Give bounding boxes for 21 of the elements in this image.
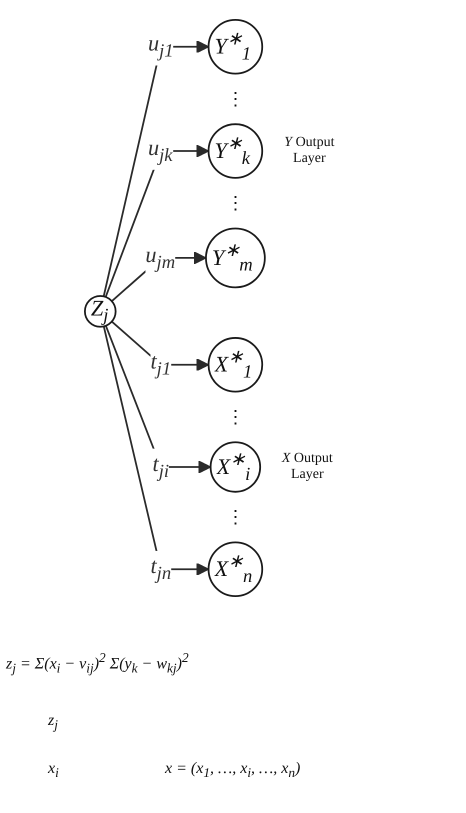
edge-label: u$_{jm}$ [146,244,176,272]
node-circle: Z$_{j}$ [84,295,117,328]
math-expression: x = (x$_{1}$, …, x$_{i}$, …, x$_{n}$) [165,760,300,780]
edge-label: t$_{j1}$ [150,350,172,380]
arrow [102,40,210,297]
arrow [104,144,210,298]
math-expression: z$_{j}$ = Σ(x$_{i}$ − v$_{ij}$)$^{2}$ Σ(y$_{k}$ − w$_{kj}$)$^{2}$ [6,650,189,676]
math-expression: z$_{j}$ [48,712,58,732]
math-expression: x$_{i}$ [48,760,59,780]
arrow [103,326,210,576]
vertical-ellipsis: ⋮ [226,194,244,212]
layer-label: Y Output Layer [283,135,336,168]
vertical-ellipsis: ⋮ [226,408,244,426]
vertical-ellipsis: ⋮ [226,508,244,526]
arrow [105,325,212,474]
edge-label: u$_{jk}$ [148,137,173,166]
edge-label: t$_{ji}$ [152,453,170,482]
edge-label: t$_{jn}$ [150,555,172,584]
vertical-ellipsis: ⋮ [226,90,244,108]
edge-label: u$_{j1}$ [148,32,174,62]
layer-label: X Output Layer [280,451,334,484]
